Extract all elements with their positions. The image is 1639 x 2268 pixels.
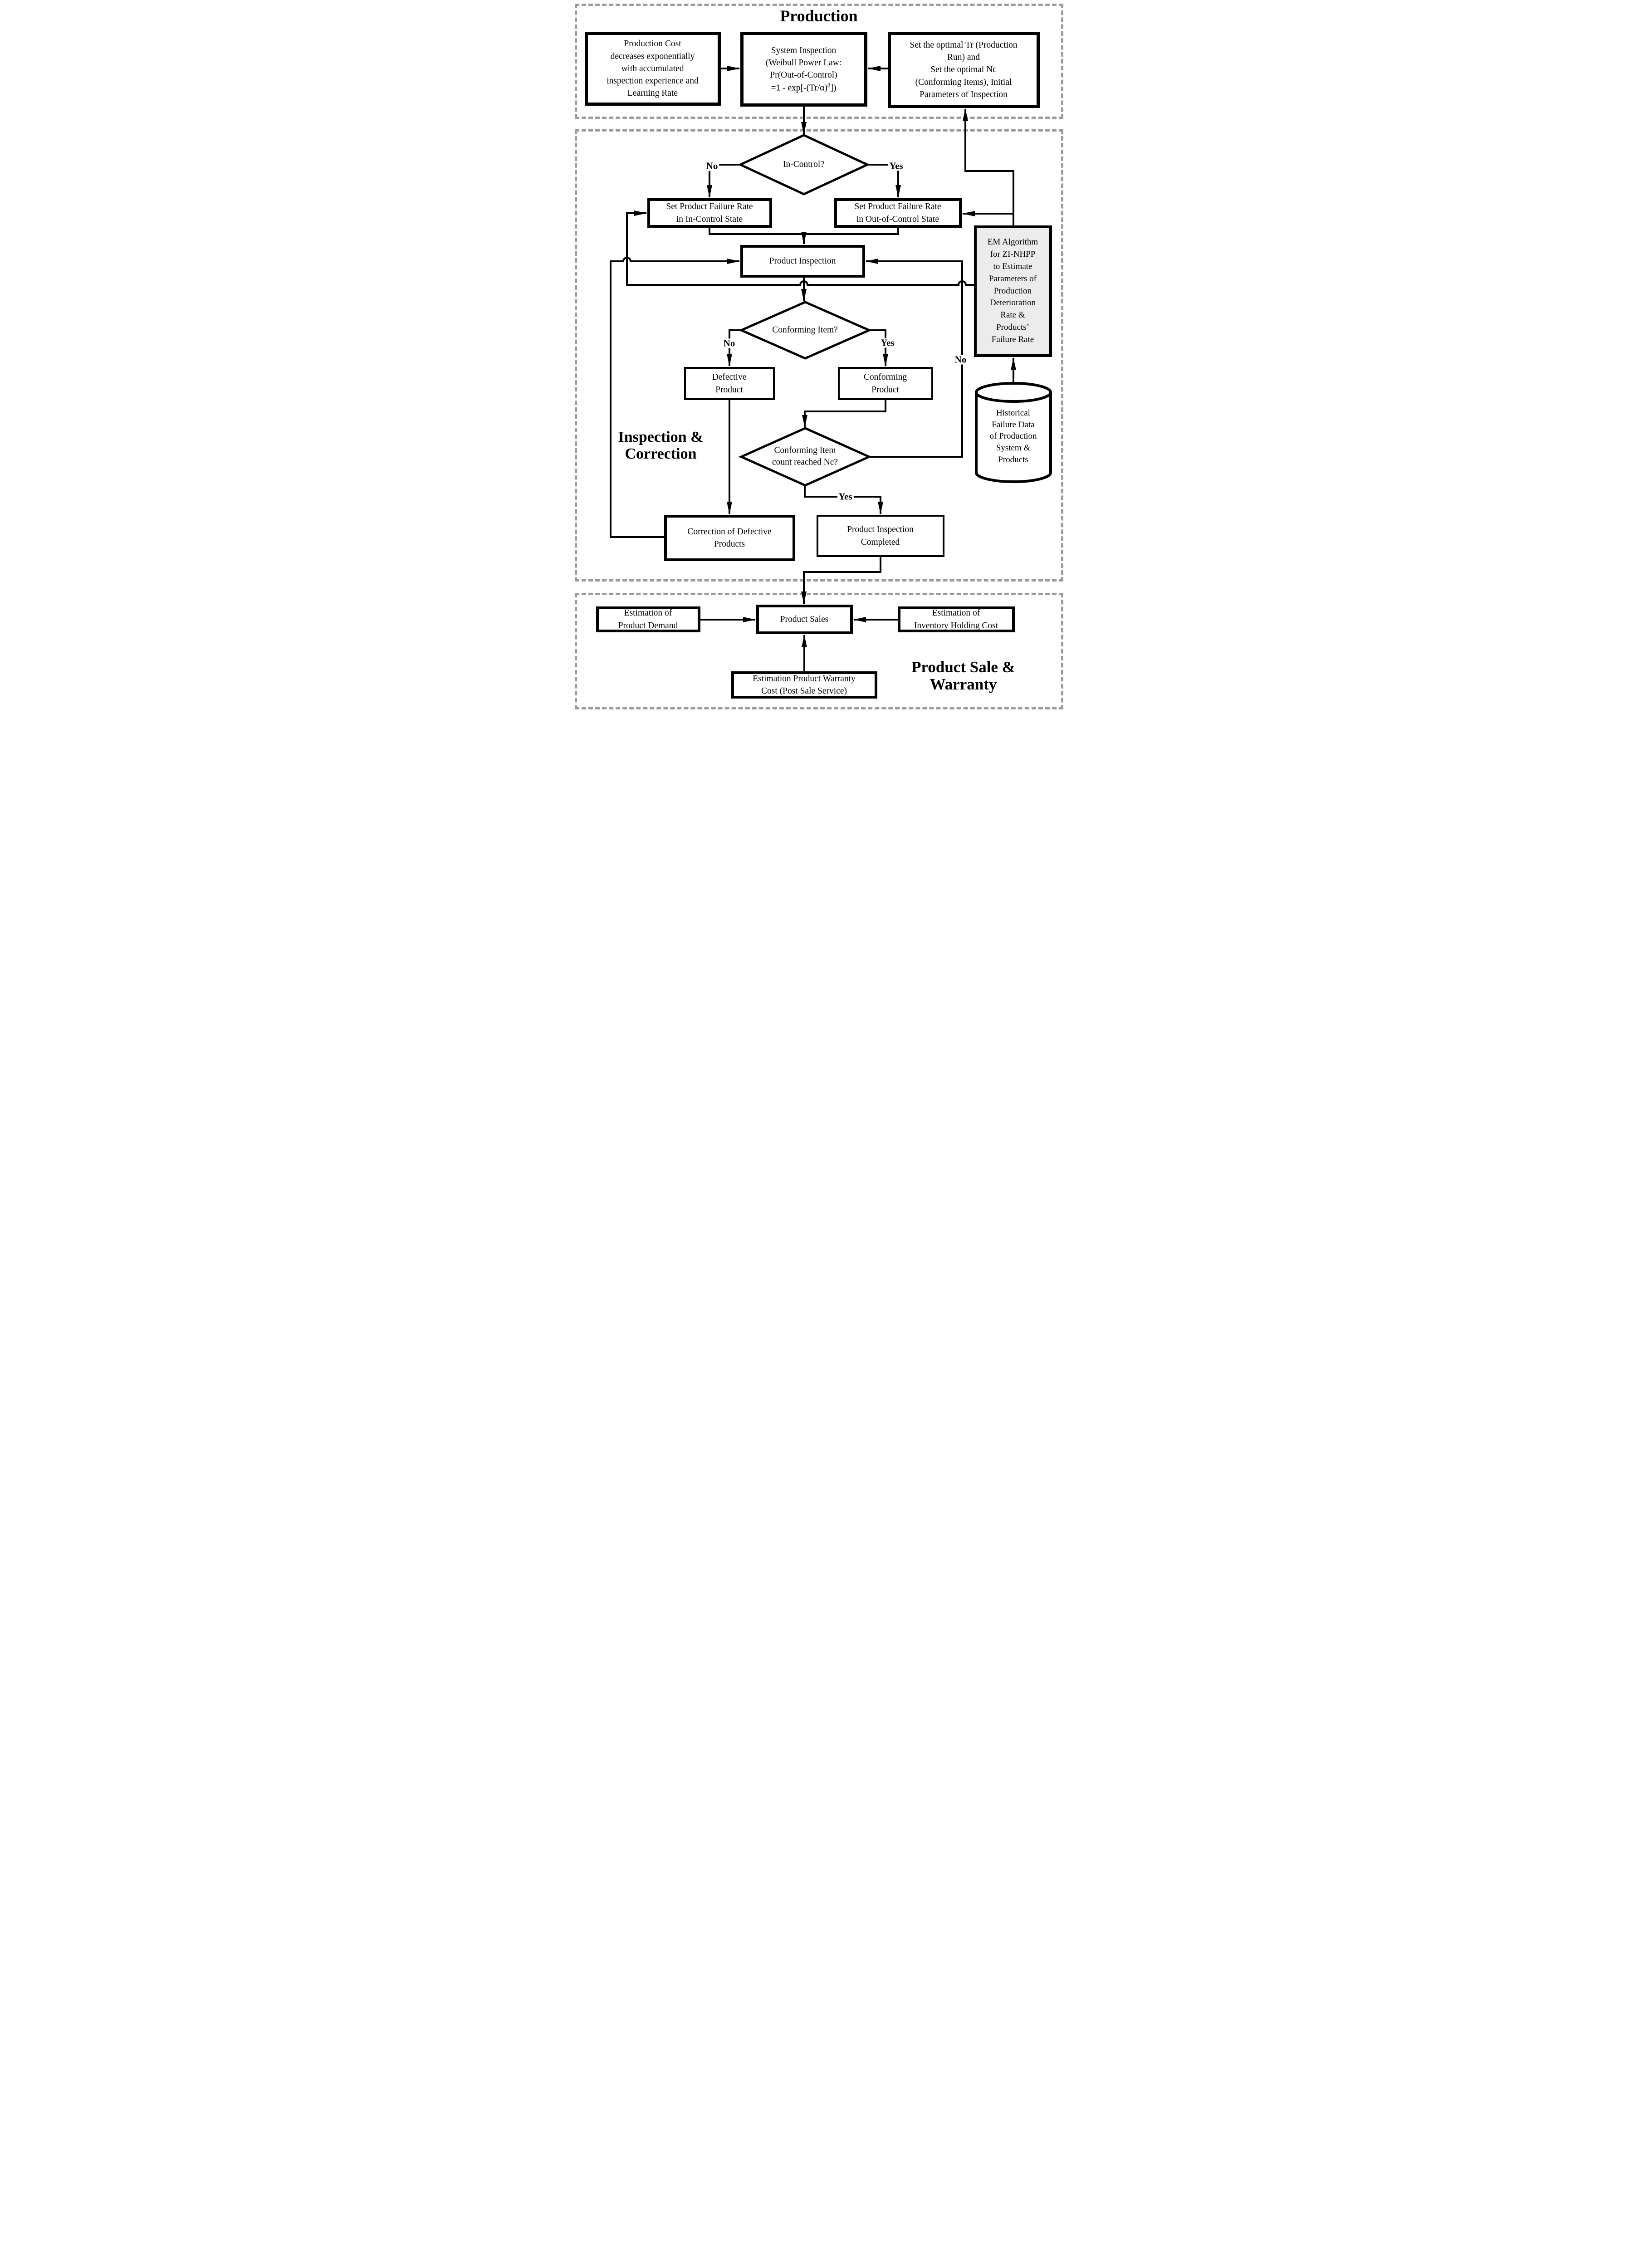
node-est-demand: Estimation of Product Demand — [596, 606, 700, 632]
label-incontrol-no: No — [705, 161, 719, 171]
title-product-sale-warranty: Product Sale & Warranty — [911, 658, 1015, 693]
node-inspection-completed: Product Inspection Completed — [816, 515, 944, 557]
node-est-inventory: Estimation of Inventory Holding Cost — [897, 606, 1015, 632]
node-conforming-product: Conforming Product — [837, 367, 933, 400]
node-set-optimal: Set the optimal Tr (Production Run) and … — [887, 32, 1040, 108]
cylinder-historical-data-label: Historical Failure Data of Production Sy… — [989, 408, 1037, 464]
cylinder-top — [974, 382, 1052, 403]
edge-conforming-no — [726, 329, 741, 367]
node-est-inventory-label: Estimation of Inventory Holding Cost — [914, 608, 998, 631]
node-est-demand-label: Estimation of Product Demand — [618, 608, 678, 631]
edge-em-to-setoptimal — [962, 108, 1014, 225]
section-production — [574, 4, 1063, 119]
node-est-warranty: Estimation Product Warranty Cost (Post S… — [731, 671, 877, 699]
system-inspection-head: System Inspection (Weibull Power Law: Pr… — [765, 45, 842, 80]
title-inspection-correction: Inspection & Correction — [618, 429, 704, 462]
node-conforming-product-label: Conforming Product — [863, 372, 907, 395]
label-count-no: No — [953, 355, 968, 365]
node-est-warranty-label: Estimation Product Warranty Cost (Post S… — [753, 674, 856, 696]
node-defective-product: Defective Product — [684, 367, 775, 400]
node-product-sales-label: Product Sales — [780, 614, 829, 624]
node-product-sales: Product Sales — [756, 605, 853, 634]
title-production: Production — [780, 7, 858, 25]
node-production-cost-label: Production Cost decreases exponentially … — [607, 39, 699, 98]
node-pfr-out-control-label: Set Product Failure Rate in Out-of-Contr… — [854, 202, 941, 224]
system-inspection-formula: =1 - exp[-(Tr/α)β]) — [771, 82, 837, 93]
node-product-inspection-label: Product Inspection — [769, 256, 836, 266]
node-em-algorithm: EM Algorithm for ZI-NHPP to Estimate Par… — [974, 225, 1052, 357]
node-correction-label: Correction of Defective Products — [687, 527, 772, 549]
connector-layer — [609, 66, 1052, 671]
section-product-sale-warranty — [574, 593, 1063, 709]
label-incontrol-yes: Yes — [888, 161, 905, 171]
edge-conforming-yes — [869, 329, 888, 367]
node-pfr-in-control: Set Product Failure Rate in In-Control S… — [647, 198, 772, 228]
label-conforming-no: No — [722, 338, 737, 348]
node-set-optimal-label: Set the optimal Tr (Production Run) and … — [910, 40, 1018, 99]
edge-pfr-merge — [708, 228, 899, 235]
node-system-inspection-label: System Inspection (Weibull Power Law: Pr… — [766, 44, 842, 94]
edge-completed-to-sales — [801, 557, 881, 604]
node-correction: Correction of Defective Products — [664, 515, 795, 561]
cylinder-body — [974, 392, 1052, 483]
node-system-inspection: System Inspection (Weibull Power Law: Pr… — [740, 32, 867, 107]
node-defective-product-label: Defective Product — [712, 372, 747, 395]
section-inspection-correction — [574, 129, 1063, 582]
diamond-count-reached — [738, 427, 872, 487]
diamond-in-control — [737, 134, 870, 196]
label-count-yes: Yes — [837, 492, 854, 502]
edge-count-no-loop — [865, 259, 963, 458]
label-conforming-yes: Yes — [879, 338, 896, 348]
node-pfr-out-control: Set Product Failure Rate in Out-of-Contr… — [834, 198, 962, 228]
edge-conformingprod-to-count — [802, 400, 886, 428]
diamond-count-reached-label: Conforming Item count reached Nc? — [772, 445, 838, 467]
node-product-inspection: Product Inspection — [740, 245, 865, 278]
diamond-conforming-item-label: Conforming Item? — [772, 325, 838, 335]
flowchart-canvas: Production Inspection & Correction Produ… — [570, 0, 1069, 716]
diamond-conforming-item — [738, 301, 872, 360]
node-inspection-completed-label: Product Inspection Completed — [847, 525, 914, 547]
node-pfr-in-control-label: Set Product Failure Rate in In-Control S… — [666, 202, 753, 224]
edge-correction-feedback — [609, 257, 740, 538]
diamond-in-control-label: In-Control? — [783, 159, 824, 169]
node-production-cost: Production Cost decreases exponentially … — [584, 32, 721, 106]
edge-em-to-pfr-in — [626, 210, 974, 286]
node-em-algorithm-label: EM Algorithm for ZI-NHPP to Estimate Par… — [987, 237, 1038, 345]
